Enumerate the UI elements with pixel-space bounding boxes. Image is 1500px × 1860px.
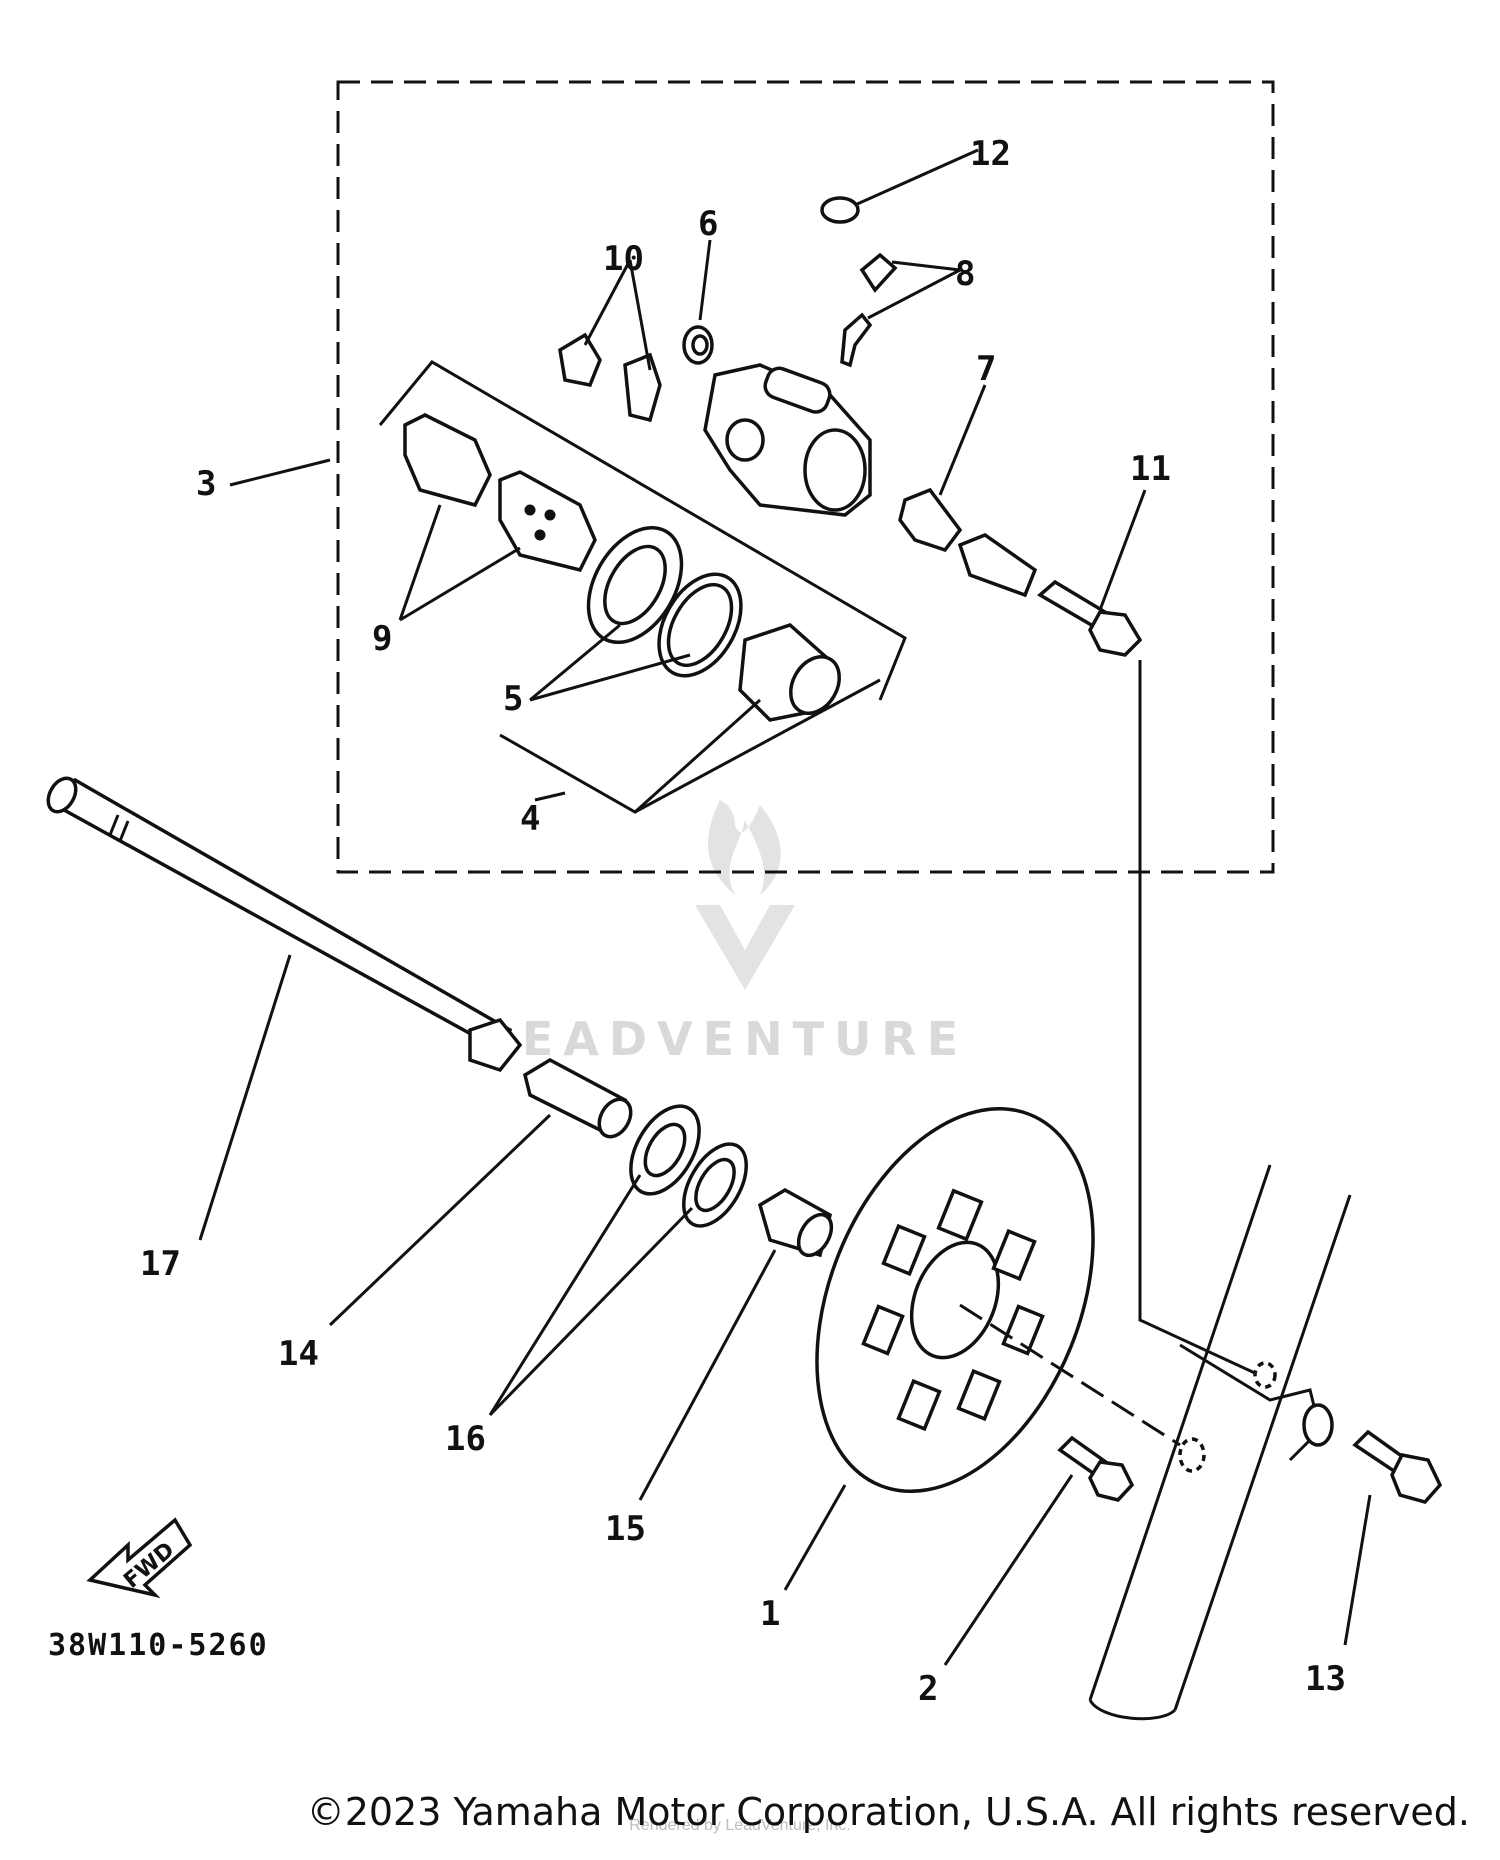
- callout-7: 7: [976, 349, 996, 389]
- callout-6: 6: [698, 204, 718, 244]
- watermark: EADVENTURE: [522, 800, 968, 1066]
- part-14-spacer: [522, 1057, 633, 1139]
- callout-4: 4: [520, 799, 540, 839]
- part-9-pads: [403, 413, 597, 573]
- part-6-bushing: [682, 325, 714, 365]
- watermark-logo: [695, 800, 795, 990]
- part-5-seals: [586, 525, 743, 678]
- callout-13: 13: [1305, 1659, 1346, 1699]
- caliper-group-box: [336, 80, 1275, 874]
- part-8-bleed-screw: [840, 252, 898, 368]
- callout-16: 16: [445, 1419, 486, 1459]
- watermark-small-text: Rendered by LeadVenture, Inc.: [629, 1817, 851, 1834]
- part-4-piston: [738, 623, 841, 722]
- part-12-cap: [820, 196, 860, 224]
- callout-17: 17: [140, 1244, 181, 1284]
- fork-leg: [1088, 1164, 1352, 1721]
- part-10-clips: [558, 332, 662, 423]
- part-15-collar: [757, 1187, 834, 1258]
- fwd-arrow: FWD: [86, 1517, 193, 1599]
- part-1-brake-disc: [815, 1106, 1095, 1494]
- callout-3: 3: [196, 464, 216, 504]
- part-2-disc-bolt: [1057, 1435, 1135, 1502]
- part-11-bolt: [1037, 579, 1143, 657]
- copyright-notice: ©2023 Yamaha Motor Corporation, U.S.A. A…: [306, 1790, 1470, 1834]
- leader-lines: [198, 148, 1372, 1666]
- callout-11: 11: [1130, 449, 1171, 489]
- part-17-axle: [46, 776, 523, 1073]
- callout-10: 10: [603, 239, 644, 279]
- watermark-brand: EADVENTURE: [522, 1012, 968, 1066]
- callout-15: 15: [605, 1509, 646, 1549]
- callout-2: 2: [918, 1669, 938, 1709]
- part-code: 38W110-5260: [48, 1628, 269, 1663]
- callout-8: 8: [955, 254, 975, 294]
- callouts: 1 2 3 4 5 6 7 8 9 10 11 12 13 14 15 16 1…: [140, 134, 1346, 1709]
- callout-14: 14: [278, 1334, 319, 1374]
- caliper-bracket: [378, 360, 907, 701]
- callout-1: 1: [760, 1594, 780, 1634]
- part-7-boot-and-pin: [898, 487, 1038, 598]
- caliper-mount-leader: [1138, 660, 1271, 1382]
- caliper-body: [703, 363, 872, 517]
- part-16-bearing-seal: [629, 1104, 748, 1228]
- callout-5: 5: [503, 679, 523, 719]
- part-13-bolt: [1352, 1429, 1443, 1504]
- axle-centerline: [959, 1303, 1181, 1447]
- callout-12: 12: [970, 134, 1011, 174]
- callout-9: 9: [372, 619, 392, 659]
